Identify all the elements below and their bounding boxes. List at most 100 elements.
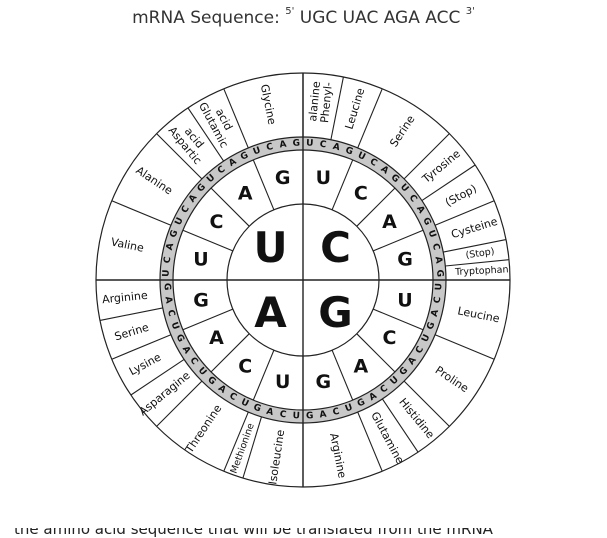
- third-base-U: U: [252, 146, 262, 158]
- third-base-U: U: [344, 403, 354, 415]
- second-base-G: G: [315, 371, 331, 393]
- second-base-G: G: [397, 249, 413, 271]
- second-base-divider: [356, 333, 396, 373]
- third-base-A: A: [163, 296, 174, 304]
- amino-acid-phenyl-alanine: Phenyl-: [318, 81, 335, 123]
- third-base-C: C: [227, 391, 238, 403]
- amino-acid-divider: [381, 398, 419, 453]
- second-base-C: C: [210, 211, 224, 233]
- second-base-A: A: [382, 211, 397, 233]
- third-base-G: G: [239, 151, 250, 163]
- third-base-C: C: [165, 309, 176, 318]
- third-base-C: C: [265, 142, 274, 153]
- third-base-A: A: [187, 193, 199, 205]
- second-base-G: G: [275, 167, 291, 189]
- sequence-text: UGC UAC AGA ACC: [299, 8, 461, 28]
- second-base-divider: [372, 308, 424, 331]
- second-base-divider: [182, 229, 234, 252]
- second-base-divider: [331, 159, 354, 211]
- amino-acid-divider: [434, 200, 495, 226]
- third-base-C: C: [319, 140, 327, 151]
- second-base-divider: [210, 333, 250, 373]
- wheel-dividers: [96, 73, 510, 487]
- amino-acid-divider: [443, 239, 507, 253]
- amino-acid-divider: [223, 88, 249, 149]
- amino-acid-divider: [156, 133, 203, 180]
- amino-acid-divider: [357, 411, 383, 472]
- third-base-G: G: [169, 229, 181, 239]
- second-base-C: C: [383, 327, 397, 349]
- second-base-divider: [356, 187, 396, 227]
- third-base-C: C: [279, 410, 287, 421]
- amino-acid-divider: [403, 380, 450, 427]
- third-base-C: C: [163, 256, 174, 264]
- third-base-C: C: [379, 383, 391, 395]
- mrna-sequence-title: mRNA Sequence: 5' UGC UAC AGA ACC 3': [0, 6, 607, 28]
- second-base-A: A: [238, 183, 253, 205]
- third-base-U: U: [239, 397, 250, 409]
- third-base-U: U: [420, 333, 432, 344]
- amino-acid-divider: [99, 307, 163, 321]
- third-base-A: A: [319, 410, 327, 421]
- amino-acid-divider: [111, 200, 172, 226]
- third-base-G: G: [292, 139, 300, 149]
- third-base-U: U: [162, 269, 172, 277]
- second-base-divider: [372, 229, 424, 252]
- amino-acid-divider: [330, 76, 344, 140]
- second-base-C: C: [354, 183, 368, 205]
- question-caption: the amino acid sequence that will be tra…: [0, 528, 607, 538]
- second-base-U: U: [316, 167, 331, 189]
- third-base-U: U: [426, 229, 438, 239]
- third-base-A: A: [379, 164, 391, 176]
- amino-acid-divider: [357, 88, 383, 149]
- amino-acid-divider: [445, 259, 510, 267]
- third-base-G: G: [306, 411, 314, 421]
- third-base-G: G: [344, 146, 354, 158]
- third-base-U: U: [169, 321, 181, 331]
- third-base-A: A: [332, 142, 341, 153]
- first-base-G: G: [318, 288, 352, 337]
- amino-acid-divider: [434, 334, 495, 360]
- third-base-U: U: [174, 216, 186, 227]
- title-prefix: mRNA Sequence:: [132, 8, 280, 28]
- five-prime-label: 5': [285, 6, 295, 18]
- third-base-G: G: [356, 397, 367, 409]
- third-base-G: G: [162, 283, 172, 291]
- amino-acid-divider: [111, 334, 172, 360]
- second-base-divider: [182, 308, 234, 331]
- amino-acid-divider: [421, 164, 476, 202]
- first-base-C: C: [320, 223, 351, 272]
- third-base-C: C: [433, 296, 444, 304]
- amino-acid-divider: [187, 107, 225, 162]
- third-base-C: C: [430, 242, 441, 251]
- third-base-A: A: [368, 391, 379, 403]
- third-base-A: A: [165, 242, 176, 251]
- amino-acid-valine: Valine: [110, 235, 145, 254]
- third-base-G: G: [426, 321, 438, 331]
- third-base-A: A: [216, 384, 228, 396]
- third-base-A: A: [180, 345, 192, 356]
- amino-acid-divider: [130, 358, 185, 396]
- second-base-A: A: [353, 356, 368, 378]
- amino-acid-stop: (Stop): [465, 246, 495, 261]
- amino-acid-tryptophan: Tryptophan: [454, 264, 509, 278]
- third-base-C: C: [180, 204, 192, 215]
- third-base-A: A: [430, 309, 441, 318]
- third-base-U: U: [356, 151, 367, 163]
- amino-acid-divider: [242, 416, 263, 479]
- second-base-divider: [252, 349, 275, 401]
- second-base-U: U: [193, 249, 208, 271]
- amino-acid-phenyl-alanine: alanine: [306, 80, 323, 122]
- amino-acid-divider: [223, 411, 249, 472]
- second-base-A: A: [209, 327, 224, 349]
- third-base-U: U: [306, 139, 314, 149]
- third-base-C: C: [407, 193, 419, 205]
- third-base-A: A: [279, 140, 287, 151]
- third-base-C: C: [414, 344, 426, 355]
- amino-acid-divider: [403, 133, 450, 180]
- third-base-U: U: [434, 283, 444, 291]
- third-base-C: C: [332, 407, 341, 418]
- caption-text: the amino acid sequence that will be tra…: [14, 528, 493, 538]
- third-base-U: U: [292, 411, 300, 421]
